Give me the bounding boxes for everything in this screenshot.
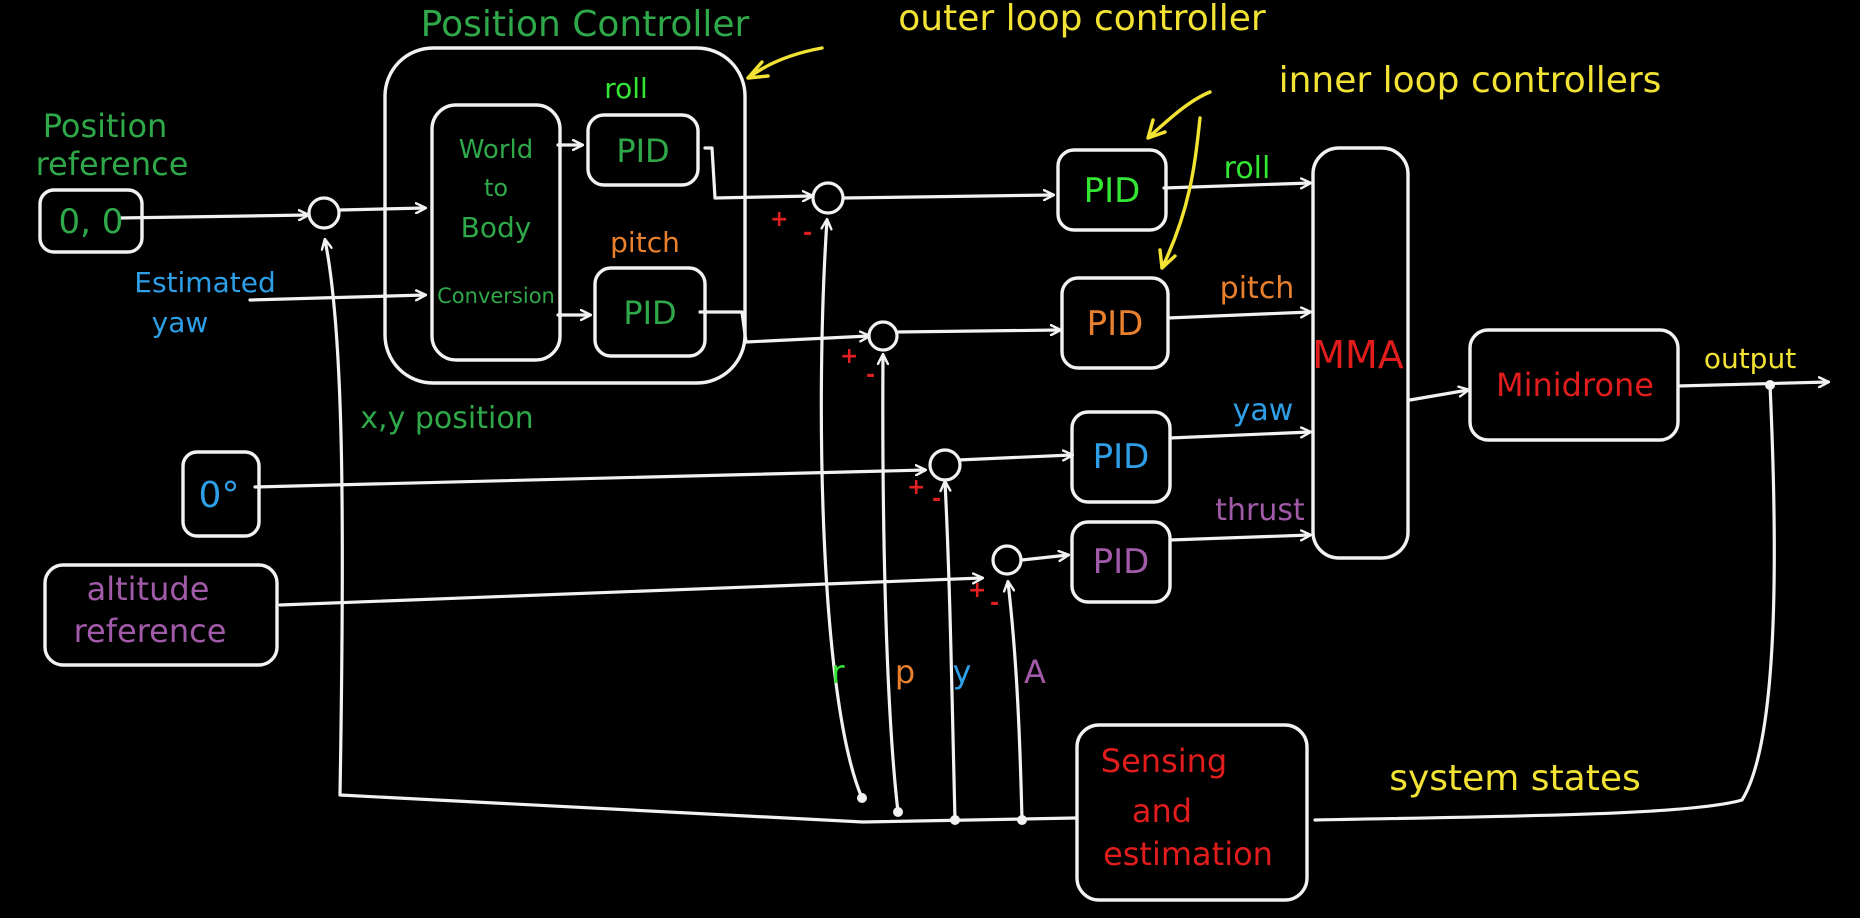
pid-roll-outer	[586, 113, 700, 187]
sign-minus: -	[803, 221, 812, 246]
pid-roll-inner-label: PID	[1084, 171, 1141, 211]
sensing-label-3: estimation	[1103, 835, 1273, 873]
output-label: output	[1704, 342, 1796, 375]
sum-yaw	[928, 448, 962, 482]
output-yaw-label: yaw	[1233, 393, 1294, 428]
branch-point-output	[1765, 380, 1775, 390]
outer-loop-arrow	[746, 46, 824, 80]
world-to-body-box	[430, 103, 562, 362]
inner-loop-annotation: inner loop controllers	[1279, 60, 1662, 101]
position-reference-value: 0, 0	[59, 202, 124, 242]
inner-loop-arrow-roll	[1146, 90, 1212, 140]
sensing-estimation-box	[1075, 723, 1309, 902]
branch-point-r	[857, 793, 867, 803]
altitude-reference-label-1: altitude	[87, 570, 210, 608]
estimated-yaw-label-1: Estimated	[134, 266, 275, 299]
world-to-body-line-1: World	[459, 135, 534, 165]
system-states-label: system states	[1389, 758, 1641, 799]
yaw-reference-value: 0°	[199, 475, 240, 516]
pid-pitch-outer	[593, 266, 707, 358]
connection-lines	[118, 145, 1828, 824]
pid-pitch-inner	[1060, 276, 1170, 370]
position-controller-title: Position Controller	[421, 4, 750, 45]
outer-roll-label: roll	[604, 72, 648, 105]
altitude-reference-box	[43, 563, 279, 667]
sign-plus: +	[840, 344, 858, 369]
position-controller-box	[383, 46, 747, 385]
mma-box	[1311, 146, 1410, 560]
outer-loop-annotation: outer loop controller	[898, 0, 1266, 39]
summing-junctions	[307, 181, 1775, 825]
yaw-reference-box	[181, 450, 261, 538]
world-to-body-line-3: Body	[461, 211, 532, 244]
feedback-a-label: A	[1024, 653, 1046, 691]
sign-minus: -	[866, 363, 875, 388]
pid-pitch-inner-label: PID	[1087, 304, 1144, 344]
sign-plus: +	[770, 207, 788, 232]
sign-plus: +	[907, 475, 925, 500]
sum-pitch	[867, 320, 899, 352]
branch-point-y	[950, 815, 960, 825]
pid-yaw-inner-label: PID	[1093, 437, 1150, 477]
sign-plus: +	[968, 578, 986, 603]
output-pitch-label: pitch	[1220, 271, 1295, 306]
xy-position-label: x,y position	[360, 401, 533, 436]
annotation-arrows	[746, 46, 1212, 270]
output-roll-label: roll	[1224, 151, 1271, 186]
feedback-p-label: p	[895, 653, 915, 691]
sum-altitude	[991, 544, 1023, 576]
branch-point-p	[893, 807, 903, 817]
position-reference-label-1: Position	[43, 107, 168, 145]
altitude-reference-label-2: reference	[74, 612, 227, 650]
feedback-y-label: y	[953, 653, 972, 691]
minidrone-box	[1468, 328, 1680, 442]
minidrone-label: Minidrone	[1496, 366, 1654, 404]
sum-roll	[811, 181, 845, 215]
position-reference-box	[38, 188, 144, 254]
branch-point-a	[1017, 815, 1027, 825]
pid-thrust-inner	[1070, 520, 1172, 604]
sign-minus: -	[932, 487, 941, 512]
world-to-body-line-4: Conversion	[437, 284, 555, 308]
sum-position	[307, 196, 341, 230]
sensing-label-1: Sensing	[1101, 742, 1227, 780]
sign-minus: -	[990, 591, 999, 616]
pid-pitch-outer-label: PID	[623, 294, 676, 332]
pid-roll-outer-label: PID	[616, 132, 669, 170]
outer-pitch-label: pitch	[610, 226, 680, 259]
pid-thrust-inner-label: PID	[1093, 542, 1150, 582]
pid-roll-inner	[1056, 148, 1168, 232]
inner-loop-arrow-pitch	[1158, 116, 1202, 270]
feedback-r-label: r	[831, 653, 845, 691]
output-thrust-label: thrust	[1215, 493, 1305, 528]
estimated-yaw-label-2: yaw	[152, 306, 209, 339]
mma-label: MMA	[1312, 333, 1404, 377]
sensing-label-2: and	[1132, 792, 1192, 830]
world-to-body-line-2: to	[484, 174, 508, 202]
pid-yaw-inner	[1070, 410, 1172, 504]
junction-signs: + - + - + - + -	[770, 207, 999, 616]
position-reference-label-2: reference	[36, 145, 189, 183]
